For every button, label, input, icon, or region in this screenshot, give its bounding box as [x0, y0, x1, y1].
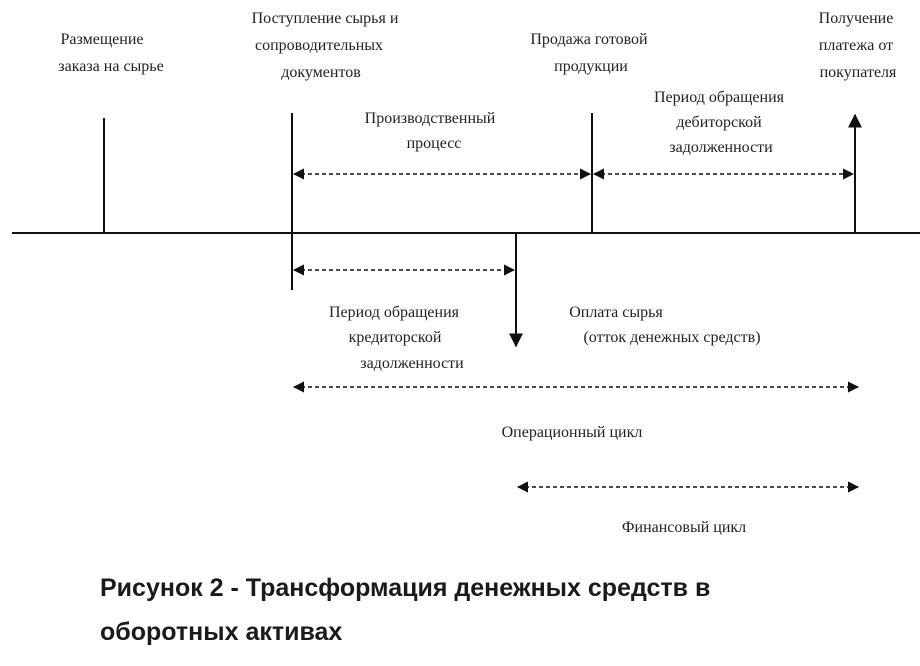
financial-cycle-label: Финансовый цикл	[622, 519, 746, 536]
production-label: Производственный процесс	[365, 110, 500, 152]
caption-line-2: оборотных активах	[100, 618, 343, 646]
receipt-label: Поступление сырья и сопроводительных док…	[252, 10, 403, 81]
sale-label: Продажа готовой продукции	[530, 31, 651, 75]
payment-in-label: Получение платежа от покупателя	[819, 10, 898, 81]
payables-label: Период обращения кредиторской задолженно…	[329, 304, 464, 372]
operating-cycle-label: Операционный цикл	[502, 424, 643, 441]
order-label: Размещение заказа на сырье	[58, 31, 163, 75]
figure-caption: Рисунок 2 - Трансформация денежных средс…	[100, 566, 860, 654]
receivables-label: Период обращения дебиторской задолженнос…	[654, 89, 788, 156]
caption-line-1: Рисунок 2 - Трансформация денежных средс…	[100, 574, 711, 602]
raw-payment-label: Оплата сырья (отток денежных средств)	[569, 304, 760, 346]
